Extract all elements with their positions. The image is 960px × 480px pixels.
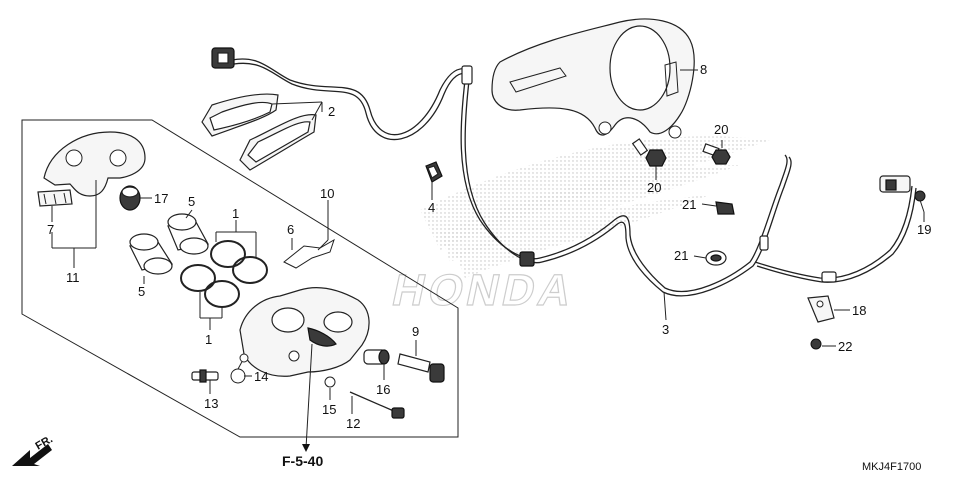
front-direction-arrow: FR. — [12, 433, 55, 466]
caliper-assembly-boundary — [21, 119, 459, 438]
callout-11: 11 — [66, 270, 80, 285]
callout-6: 6 — [287, 222, 294, 237]
bolt-part-20-left — [631, 138, 667, 167]
callout-15: 15 — [322, 402, 336, 417]
clamp-part-21-lower — [705, 250, 727, 266]
pad-pin-part-12 — [349, 391, 405, 419]
pad-spring-part-6 — [283, 238, 335, 269]
callout-7: 7 — [47, 222, 54, 237]
brake-pads-part-2 — [201, 93, 317, 171]
wire-harness-upper — [211, 47, 471, 140]
callout-14: 14 — [254, 369, 268, 384]
callout-13: 13 — [204, 396, 218, 411]
bolt-part-20-right — [702, 143, 731, 165]
caliper-bracket-part-8 — [491, 18, 695, 139]
callout-20-right: 20 — [714, 122, 728, 137]
wheel-speed-sensor-part-19 — [879, 175, 926, 213]
clamp-part-21-upper — [715, 201, 735, 215]
callout-21-upper: 21 — [682, 197, 696, 212]
bolt-part-22 — [810, 338, 822, 350]
callout-20-left: 20 — [647, 180, 661, 195]
callout-8: 8 — [700, 62, 707, 77]
boot-part-17 — [119, 185, 141, 211]
callout-1-upper: 1 — [232, 206, 239, 221]
callout-1-lower: 1 — [205, 332, 212, 347]
clip-part-4 — [425, 161, 443, 183]
hose-bracket-part-18 — [807, 295, 835, 323]
caliper-pin-part-9 — [397, 353, 445, 383]
bleeder-valve-part-13 — [191, 369, 219, 383]
piston-part-5-front — [129, 233, 173, 275]
brake-hose — [460, 65, 917, 297]
pad-spring-part-7 — [37, 189, 73, 207]
callout-5-lower: 5 — [138, 284, 145, 299]
callout-16: 16 — [376, 382, 390, 397]
callout-9: 9 — [412, 324, 419, 339]
callout-3: 3 — [662, 322, 669, 337]
callout-19: 19 — [917, 222, 931, 237]
watermark-text: HONDA — [388, 266, 580, 314]
caliper-body — [239, 287, 370, 377]
callout-10: 10 — [320, 186, 334, 201]
callout-12: 12 — [346, 416, 360, 431]
callout-4: 4 — [428, 200, 435, 215]
honda-wing-watermark: HONDA — [387, 136, 770, 315]
diagram-code: MKJ4F1700 — [862, 461, 921, 473]
callout-17: 17 — [154, 191, 168, 206]
callout-5-upper: 5 — [188, 194, 195, 209]
caliper-bracket-part-11 — [43, 131, 146, 197]
plug-part-15 — [324, 376, 336, 388]
piston-part-5-rear — [167, 213, 209, 255]
callout-2: 2 — [328, 104, 335, 119]
bleeder-cap-part-14 — [230, 353, 249, 384]
callout-18: 18 — [852, 303, 866, 318]
leader-lines — [51, 69, 925, 452]
callout-21-lower: 21 — [674, 248, 688, 263]
pin-boot-part-16 — [363, 349, 390, 365]
callout-22: 22 — [838, 339, 852, 354]
callout-labels: 1 1 2 3 4 5 5 6 7 8 9 10 11 12 13 14 15 … — [47, 62, 931, 431]
reference-label: F-5-40 — [282, 453, 323, 469]
